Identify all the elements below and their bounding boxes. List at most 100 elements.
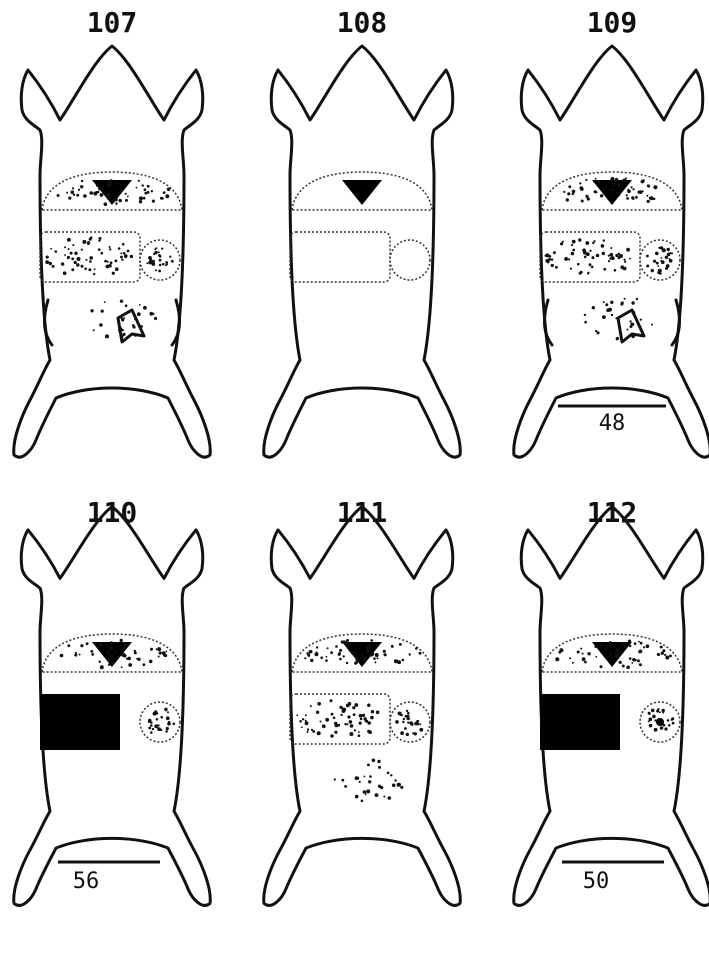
stipple-dot	[390, 774, 392, 776]
stipple-dot	[71, 257, 74, 260]
stipple-dot	[334, 722, 337, 725]
stipple-dot	[333, 717, 336, 720]
stipple-dot	[606, 645, 609, 648]
stipple-dot	[383, 650, 386, 653]
pelt-outline	[264, 507, 461, 906]
stipple-dot	[611, 314, 613, 316]
stipple-dot	[638, 641, 640, 643]
stipple-dot	[657, 708, 659, 710]
stipple-dot	[618, 186, 620, 188]
stipple-dot	[395, 720, 399, 724]
stipple-dot	[558, 651, 561, 654]
stipple-dot	[615, 649, 618, 652]
stipple-dot	[118, 192, 121, 195]
stipple-dot	[334, 731, 337, 734]
stipple-dot	[614, 654, 618, 658]
stipple-dot	[653, 260, 656, 263]
stipple-dot	[400, 714, 403, 717]
stipple-dot	[587, 273, 589, 275]
stipple-dot	[646, 195, 648, 197]
stipple-dot	[568, 185, 571, 188]
stipple-dot	[299, 720, 302, 723]
stipple-dot	[660, 273, 662, 275]
figure-number: 109	[587, 6, 638, 39]
stipple-dot	[370, 716, 374, 720]
stipple-dot	[110, 641, 113, 644]
stipple-dot	[68, 197, 71, 200]
stipple-dot	[167, 711, 169, 713]
stipple-dot	[99, 661, 101, 663]
stipple-dot	[354, 662, 357, 665]
stipple-dot	[105, 334, 109, 338]
stipple-dot	[143, 306, 147, 310]
stipple-dot	[610, 247, 612, 249]
stipple-dot	[631, 301, 634, 304]
stipple-dot	[133, 326, 136, 329]
stipple-dot	[654, 728, 658, 732]
stipple-dot	[629, 645, 631, 647]
stipple-dot	[316, 646, 318, 648]
stipple-dot	[120, 253, 122, 255]
stipple-dot	[563, 191, 565, 193]
stipple-dot	[633, 188, 635, 190]
stipple-dot	[78, 189, 80, 191]
stipple-dot	[361, 654, 363, 656]
stipple-dot	[150, 731, 153, 734]
stipple-dot	[121, 640, 123, 642]
stipple-dot	[159, 651, 162, 654]
stipple-dot	[164, 708, 168, 712]
stipple-dot	[125, 199, 128, 202]
stipple-dot	[365, 793, 367, 795]
triangle-mark	[342, 180, 382, 205]
stipple-dot	[619, 661, 622, 664]
stipple-dot	[165, 655, 167, 657]
stipple-dot	[371, 710, 374, 713]
stipple-dot	[672, 722, 675, 725]
stipple-dot	[626, 329, 628, 331]
stipple-dot	[134, 651, 137, 654]
stipple-dot	[84, 267, 87, 270]
stipple-dot	[129, 663, 131, 665]
stipple-dot	[668, 724, 671, 727]
stipple-dot	[603, 239, 605, 241]
stipple-dot	[614, 269, 617, 272]
stipple-dot	[160, 716, 163, 719]
stipple-dot	[122, 243, 125, 246]
stipple-dot	[669, 258, 671, 260]
stipple-dot	[308, 654, 311, 657]
stipple-dot	[322, 724, 326, 728]
stipple-dot	[147, 185, 150, 188]
stipple-dot	[647, 184, 650, 187]
stipple-dot	[158, 270, 161, 273]
stipple-dot	[80, 644, 83, 647]
stipple-dot	[402, 721, 404, 723]
stipple-dot	[602, 315, 606, 319]
stipple-dot	[581, 200, 584, 203]
stipple-dot	[98, 248, 101, 251]
stipple-dot	[81, 265, 84, 268]
figure-107: 107	[14, 6, 211, 457]
stipple-dot	[544, 255, 546, 257]
stipple-dot	[115, 203, 117, 205]
stipple-dot	[101, 180, 103, 182]
stipple-dot	[127, 250, 130, 253]
stipple-dot	[580, 271, 583, 274]
stipple-dot	[66, 192, 68, 194]
stipple-dot	[305, 721, 309, 725]
stipple-dot	[67, 238, 71, 242]
stipple-dot	[661, 260, 665, 264]
stipple-dot	[615, 254, 618, 257]
stipple-dot	[307, 731, 309, 733]
stipple-dot	[551, 258, 553, 260]
stipple-dot	[326, 656, 328, 658]
stipple-dot	[609, 655, 611, 657]
stipple-dot	[156, 718, 159, 721]
stipple-dot	[615, 178, 618, 181]
stipple-dot	[658, 247, 660, 249]
stipple-dot	[304, 657, 306, 659]
stipple-dot	[361, 800, 364, 803]
stipple-dot	[622, 665, 625, 668]
stipple-dot	[595, 178, 597, 180]
stipple-dot	[665, 256, 668, 259]
